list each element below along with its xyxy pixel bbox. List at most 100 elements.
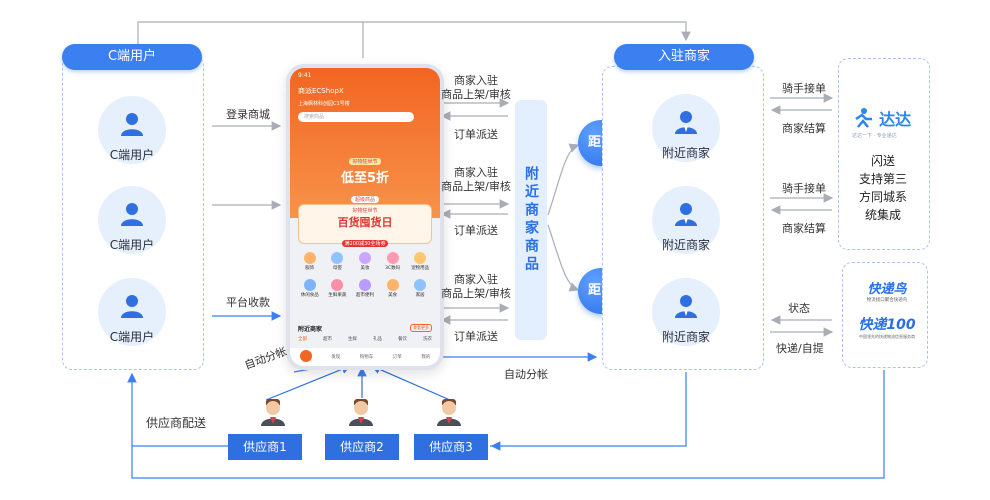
category-item[interactable]: 超市便利 bbox=[351, 279, 379, 298]
banner2-headline: 百货囤货日 bbox=[337, 216, 393, 229]
kdn-tagline: 物流接口聚合快递鸟 bbox=[866, 298, 908, 303]
phone-category-grid: 服饰 母婴 美妆 3C数码 宠物用品 休闲食品 生鲜果蔬 超市便利 美食 家居 bbox=[296, 252, 434, 298]
supplier-2: 供应商2 bbox=[325, 434, 399, 460]
tab-item[interactable]: 餐饮 bbox=[398, 337, 407, 342]
phone-app-title: 商派ECShopX bbox=[298, 87, 344, 95]
supplier-avatar-icon bbox=[349, 399, 373, 426]
phone-nearby-more[interactable]: 查看更多 bbox=[410, 324, 432, 332]
supplier-3: 供应商3 bbox=[414, 434, 488, 460]
order-dispatch-label: 订单派送 bbox=[454, 330, 498, 343]
merchant-icon bbox=[675, 203, 697, 226]
phone-nearby-title: 附近商家 bbox=[298, 326, 323, 333]
phone-search-input[interactable]: 搜索商品 bbox=[298, 112, 414, 122]
category-label: 服饰 bbox=[305, 266, 315, 271]
c-user-label: C端用户 bbox=[109, 330, 155, 344]
tabbar-home[interactable] bbox=[299, 350, 312, 364]
supplier-delivery-label: 供应商配送 bbox=[146, 416, 207, 430]
tab-item[interactable]: 洗衣 bbox=[423, 337, 432, 342]
category-item[interactable]: 美食 bbox=[379, 279, 407, 298]
phone-promo-banner-2[interactable]: 好物狂世节 百货囤货日 满200减30全场券 bbox=[298, 204, 432, 247]
tabbar-item[interactable]: 订单 bbox=[392, 355, 402, 360]
merchant-entry-label: 商家入驻 bbox=[454, 166, 498, 179]
kdn-logo: 快递鸟 物流接口聚合快递鸟 bbox=[852, 278, 922, 303]
supplier-avatar-icon bbox=[437, 399, 461, 426]
merchant-label: 附近商家 bbox=[661, 238, 710, 252]
dada-tagline: 达达一下 · 专业递达 bbox=[852, 133, 897, 139]
tabbar-item[interactable]: 购物车 bbox=[359, 355, 374, 360]
banner2-tag: 好物狂世节 bbox=[352, 208, 378, 214]
banner1-headline: 低至5折 bbox=[340, 171, 390, 186]
category-label: 3C数码 bbox=[385, 266, 401, 271]
banner1-tag: 好物狂世节 bbox=[349, 158, 381, 165]
category-item[interactable]: 服饰 bbox=[296, 252, 324, 271]
category-label: 家居 bbox=[415, 293, 425, 298]
phone-header-bg bbox=[290, 68, 440, 218]
user-icon bbox=[121, 295, 143, 318]
status-label: 状态 bbox=[788, 302, 810, 315]
category-label: 母婴 bbox=[332, 266, 342, 271]
c-user-label: C端用户 bbox=[109, 238, 155, 252]
phone-tabbar: 发现 购物车 订单 我的 bbox=[290, 348, 440, 366]
user-icon bbox=[121, 113, 143, 136]
flow-group-2: 商家入驻 商品上架/审核 bbox=[440, 166, 512, 194]
merchant-settle-label: 商家结算 bbox=[782, 222, 826, 235]
dada-desc-line: 闪送 bbox=[870, 154, 895, 168]
product-review-label: 商品上架/审核 bbox=[441, 88, 511, 101]
category-item[interactable]: 美妆 bbox=[351, 252, 379, 271]
kd100-tagline: 中国领先的快递物流信息服务商 bbox=[859, 334, 915, 339]
supplier-avatar-icon bbox=[261, 399, 285, 426]
tab-item[interactable]: 超市 bbox=[323, 337, 332, 342]
category-item[interactable]: 家居 bbox=[406, 279, 434, 298]
dada-logo: 达达 达达一下 · 专业递达 bbox=[852, 106, 922, 139]
rider-accept-label: 骑手接单 bbox=[782, 182, 826, 195]
tabbar-item[interactable]: 发现 bbox=[331, 355, 341, 360]
kdn-name: 快递鸟 bbox=[867, 282, 907, 297]
home-icon bbox=[299, 350, 312, 362]
login-mall-label: 登录商城 bbox=[226, 108, 270, 121]
phone-address: 上海枫林科创园C1号楼 bbox=[298, 101, 350, 107]
phone-nearby-tabs: 全部 超市 生鲜 礼品 餐饮 洗衣 bbox=[298, 336, 432, 342]
dada-panel bbox=[838, 58, 930, 250]
merchant-label: 附近商家 bbox=[661, 330, 710, 344]
merchant-label: 附近商家 bbox=[661, 146, 710, 160]
category-label: 休闲食品 bbox=[300, 293, 319, 298]
phone-mockup: 9:41 商派ECShopX 上海枫林科创园C1号楼 搜索商品 好物狂世节 低至… bbox=[286, 64, 444, 370]
merchant-entry-label: 商家入驻 bbox=[454, 273, 498, 286]
kd100-name: 快递100 bbox=[858, 317, 916, 333]
merchant-settle-label: 商家结算 bbox=[782, 122, 826, 135]
category-item[interactable]: 生鲜果蔬 bbox=[324, 279, 352, 298]
banner1-sub: 超级商品 bbox=[350, 196, 379, 203]
phone-status-time: 9:41 bbox=[298, 72, 312, 79]
product-review-label: 商品上架/审核 bbox=[441, 180, 511, 193]
order-dispatch-label: 订单派送 bbox=[454, 128, 498, 141]
supplier-1: 供应商1 bbox=[228, 434, 302, 460]
dada-desc-line: 统集成 bbox=[864, 208, 901, 222]
express-panel bbox=[842, 262, 928, 368]
banner2-sub: 满200减30全场券 bbox=[341, 240, 389, 247]
merchant-icon bbox=[675, 295, 697, 318]
tab-item[interactable]: 礼品 bbox=[373, 337, 382, 342]
nearby-merchant-products-bar: 附近商家商品 bbox=[515, 100, 547, 340]
platform-payment-label: 平台收款 bbox=[226, 296, 270, 309]
c-user-panel-title: C端用户 bbox=[62, 44, 202, 70]
tab-item[interactable]: 全部 bbox=[298, 337, 307, 342]
dada-rider-icon bbox=[855, 108, 872, 128]
category-label: 宠物用品 bbox=[411, 266, 430, 271]
merchant-panel-title: 入驻商家 bbox=[614, 44, 754, 70]
category-item[interactable]: 3C数码 bbox=[379, 252, 407, 271]
tabbar-item[interactable]: 我的 bbox=[421, 355, 431, 360]
dada-desc-line: 方同城系 bbox=[858, 190, 907, 204]
category-label: 美妆 bbox=[360, 266, 370, 271]
c-user-label: C端用户 bbox=[109, 148, 155, 162]
phone-promo-banner[interactable]: 好物狂世节 低至5折 超级商品 bbox=[320, 148, 410, 205]
category-item[interactable]: 宠物用品 bbox=[406, 252, 434, 271]
flow-group-3: 商家入驻 商品上架/审核 bbox=[440, 273, 512, 301]
product-review-label: 商品上架/审核 bbox=[441, 287, 511, 300]
tab-item[interactable]: 生鲜 bbox=[348, 337, 357, 342]
category-label: 生鲜果蔬 bbox=[328, 293, 347, 298]
rider-accept-label: 骑手接单 bbox=[782, 82, 826, 95]
category-item[interactable]: 休闲食品 bbox=[296, 279, 324, 298]
category-item[interactable]: 母婴 bbox=[324, 252, 352, 271]
flow-group-1: 商家入驻 商品上架/审核 bbox=[440, 74, 512, 102]
